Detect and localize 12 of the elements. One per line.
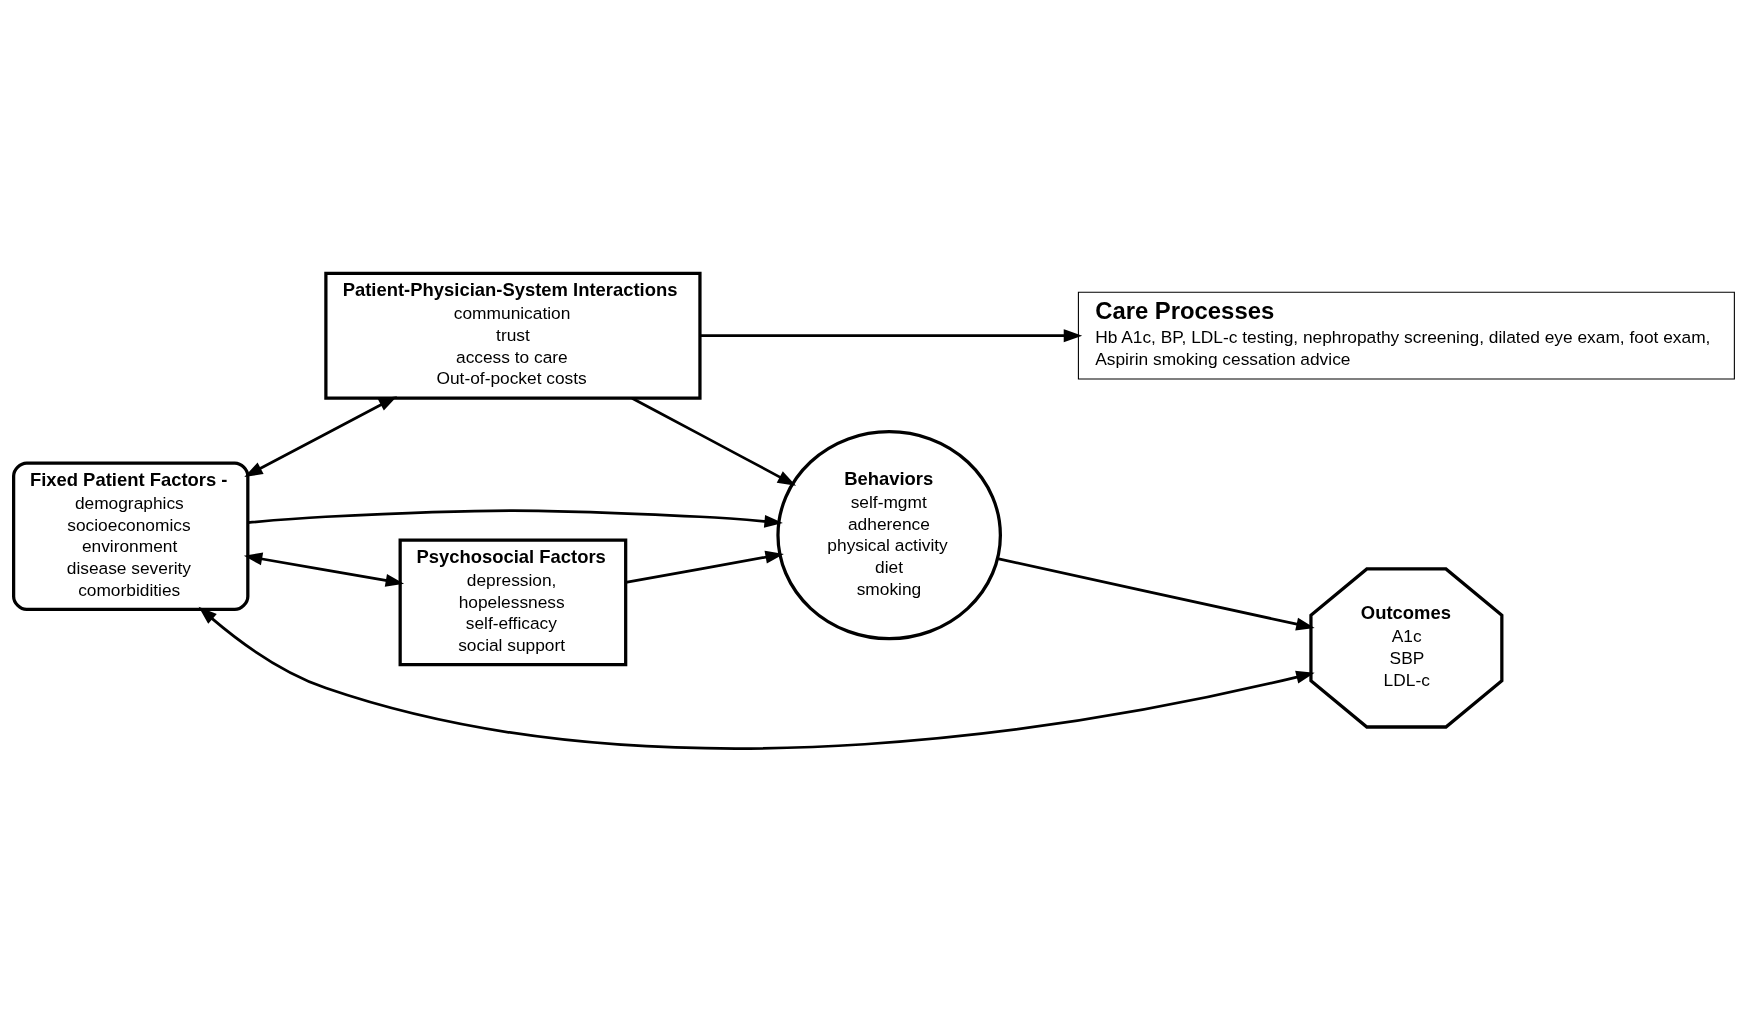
arrow — [997, 556, 1315, 630]
node-box: Care Processes Hb A1c, BP, LDL-c testing, nephropathy screening, dilated eye exam, foot exam, Aspirin smoking cessation advice — [1077, 291, 1735, 380]
arrow — [244, 395, 398, 477]
arrow — [248, 508, 783, 528]
arrow — [198, 606, 1315, 749]
node-box: Fixed Patient Factors - demographics socioeconomics environment disease severity comorbidities — [12, 460, 250, 611]
node-box: Patient-Physician-System Interactions communication trust access to care Out-of-pocket costs — [324, 271, 702, 400]
arrow — [631, 396, 797, 486]
arrow — [243, 552, 405, 587]
arrow — [700, 328, 1083, 342]
node-box: Psychosocial Factors depression, hopelessness self-efficacy social support — [398, 537, 628, 666]
arrow — [625, 550, 784, 584]
